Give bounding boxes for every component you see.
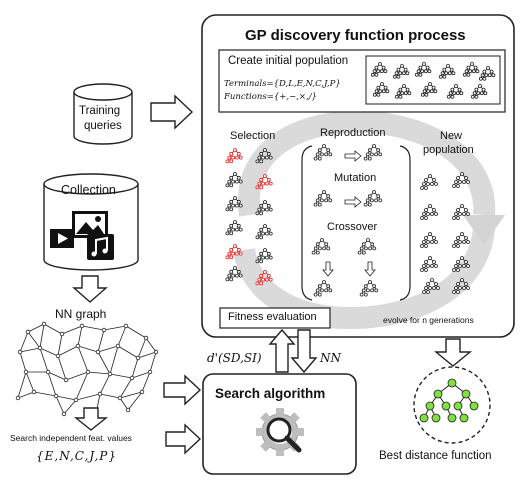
arrow-graph-to-search (163, 374, 202, 406)
new-population-label-1: New (440, 130, 463, 142)
tree-glyph (462, 62, 480, 77)
new-population-label-2: population (423, 144, 474, 156)
feature-set-label: {E,N,C,J,P} (36, 449, 117, 463)
tree-glyph (470, 84, 488, 99)
search-algorithm-label: Search algorithm (215, 386, 326, 401)
operations-bracket-left (301, 145, 313, 301)
gp-title: GP discovery function process (245, 27, 466, 44)
tree-glyph (446, 84, 464, 99)
tree-glyph (225, 220, 243, 236)
operation-arrow (344, 150, 362, 162)
tree-glyph (255, 200, 273, 216)
tree-glyph (452, 232, 470, 248)
tree-glyph (420, 204, 438, 220)
tree-glyph (414, 62, 432, 77)
nn-graph-label: NN graph (55, 307, 107, 321)
best-function-label: Best distance function (379, 450, 492, 462)
tree-glyph (370, 62, 388, 77)
tree-glyph (420, 256, 438, 272)
training-label-2: queries (84, 120, 122, 132)
tree-glyph (225, 196, 243, 212)
arrow-gp-to-best (434, 338, 472, 367)
arrow-features-to-search (165, 423, 202, 455)
tree-glyph (438, 64, 456, 79)
tree-glyph (225, 266, 243, 282)
operation-arrow (344, 196, 362, 208)
functions-line: Functions={+,−,×,/} (224, 92, 317, 102)
tree-glyph (372, 82, 390, 97)
media-icons (50, 211, 114, 260)
tree-glyph (357, 238, 377, 255)
terminals-line: Terminals={D,L,E,N,C,J,P} (224, 79, 341, 89)
tree-glyph (313, 280, 333, 297)
tree-glyph (478, 66, 496, 81)
arrow-collection-to-graph (72, 275, 108, 303)
training-label-1: Training (79, 105, 121, 117)
tree-glyph (452, 256, 470, 272)
initial-population-trees (370, 62, 496, 99)
training-queries-cylinder (73, 83, 133, 145)
gear-search-icon (256, 408, 304, 456)
tree-glyph (363, 190, 383, 207)
tree-glyph (394, 84, 412, 99)
tree-glyph (452, 278, 470, 294)
tree-glyph (392, 64, 410, 79)
fitness-label: Fitness evaluation (228, 311, 317, 323)
tree-glyph (420, 82, 438, 97)
tree-glyph (452, 204, 470, 220)
tree-glyph (225, 148, 243, 164)
nn-graph (15, 321, 159, 417)
nn-label: NN (320, 351, 341, 365)
tree-glyph (255, 174, 273, 190)
init-population-label: Create initial population (228, 55, 349, 67)
mutation-label: Mutation (334, 172, 377, 184)
tree-glyph (225, 244, 243, 260)
tree-glyph (255, 148, 273, 164)
crossover-arrow (322, 261, 334, 277)
collection-label: Collection (61, 183, 116, 197)
crossover-arrow (364, 261, 376, 277)
play-icon (58, 233, 68, 244)
arrow-fitness-to-search (290, 329, 318, 374)
tree-glyph (225, 172, 243, 188)
music-icon (87, 234, 114, 260)
tree-glyph (313, 144, 333, 161)
reproduction-label: Reproduction (320, 127, 386, 139)
tree-glyph (359, 280, 379, 297)
tree-glyph (420, 174, 438, 190)
evolve-label: evolve for n generations (383, 315, 474, 325)
best-function-circle (413, 366, 491, 444)
swirl-arrowhead (463, 215, 505, 245)
tree-glyph (363, 144, 383, 161)
tree-glyph (311, 238, 331, 255)
operations-bracket-right (399, 145, 411, 301)
tree-glyph (420, 232, 438, 248)
arrow-search-to-fitness (268, 328, 296, 373)
arrow-training-to-gp (150, 94, 194, 130)
tree-glyph (422, 278, 440, 294)
tree-glyph (255, 270, 273, 286)
search-features-label: Search independent feat. values (10, 433, 132, 443)
selection-trees (225, 148, 273, 286)
tree-glyph (313, 190, 333, 207)
selection-label: Selection (230, 130, 276, 142)
crossover-label: Crossover (327, 221, 378, 233)
tree-glyph (255, 248, 273, 264)
fitness-evaluation-box (219, 307, 331, 329)
best-function-tree (419, 378, 479, 423)
arrow-graph-to-features (74, 407, 108, 431)
tree-glyph (452, 172, 470, 188)
operation-trees (311, 144, 383, 297)
distance-expression: d'(SD,SI) (207, 351, 262, 365)
tree-glyph (255, 224, 273, 240)
new-population-trees (420, 172, 470, 294)
best-tree-glyph (419, 378, 479, 423)
